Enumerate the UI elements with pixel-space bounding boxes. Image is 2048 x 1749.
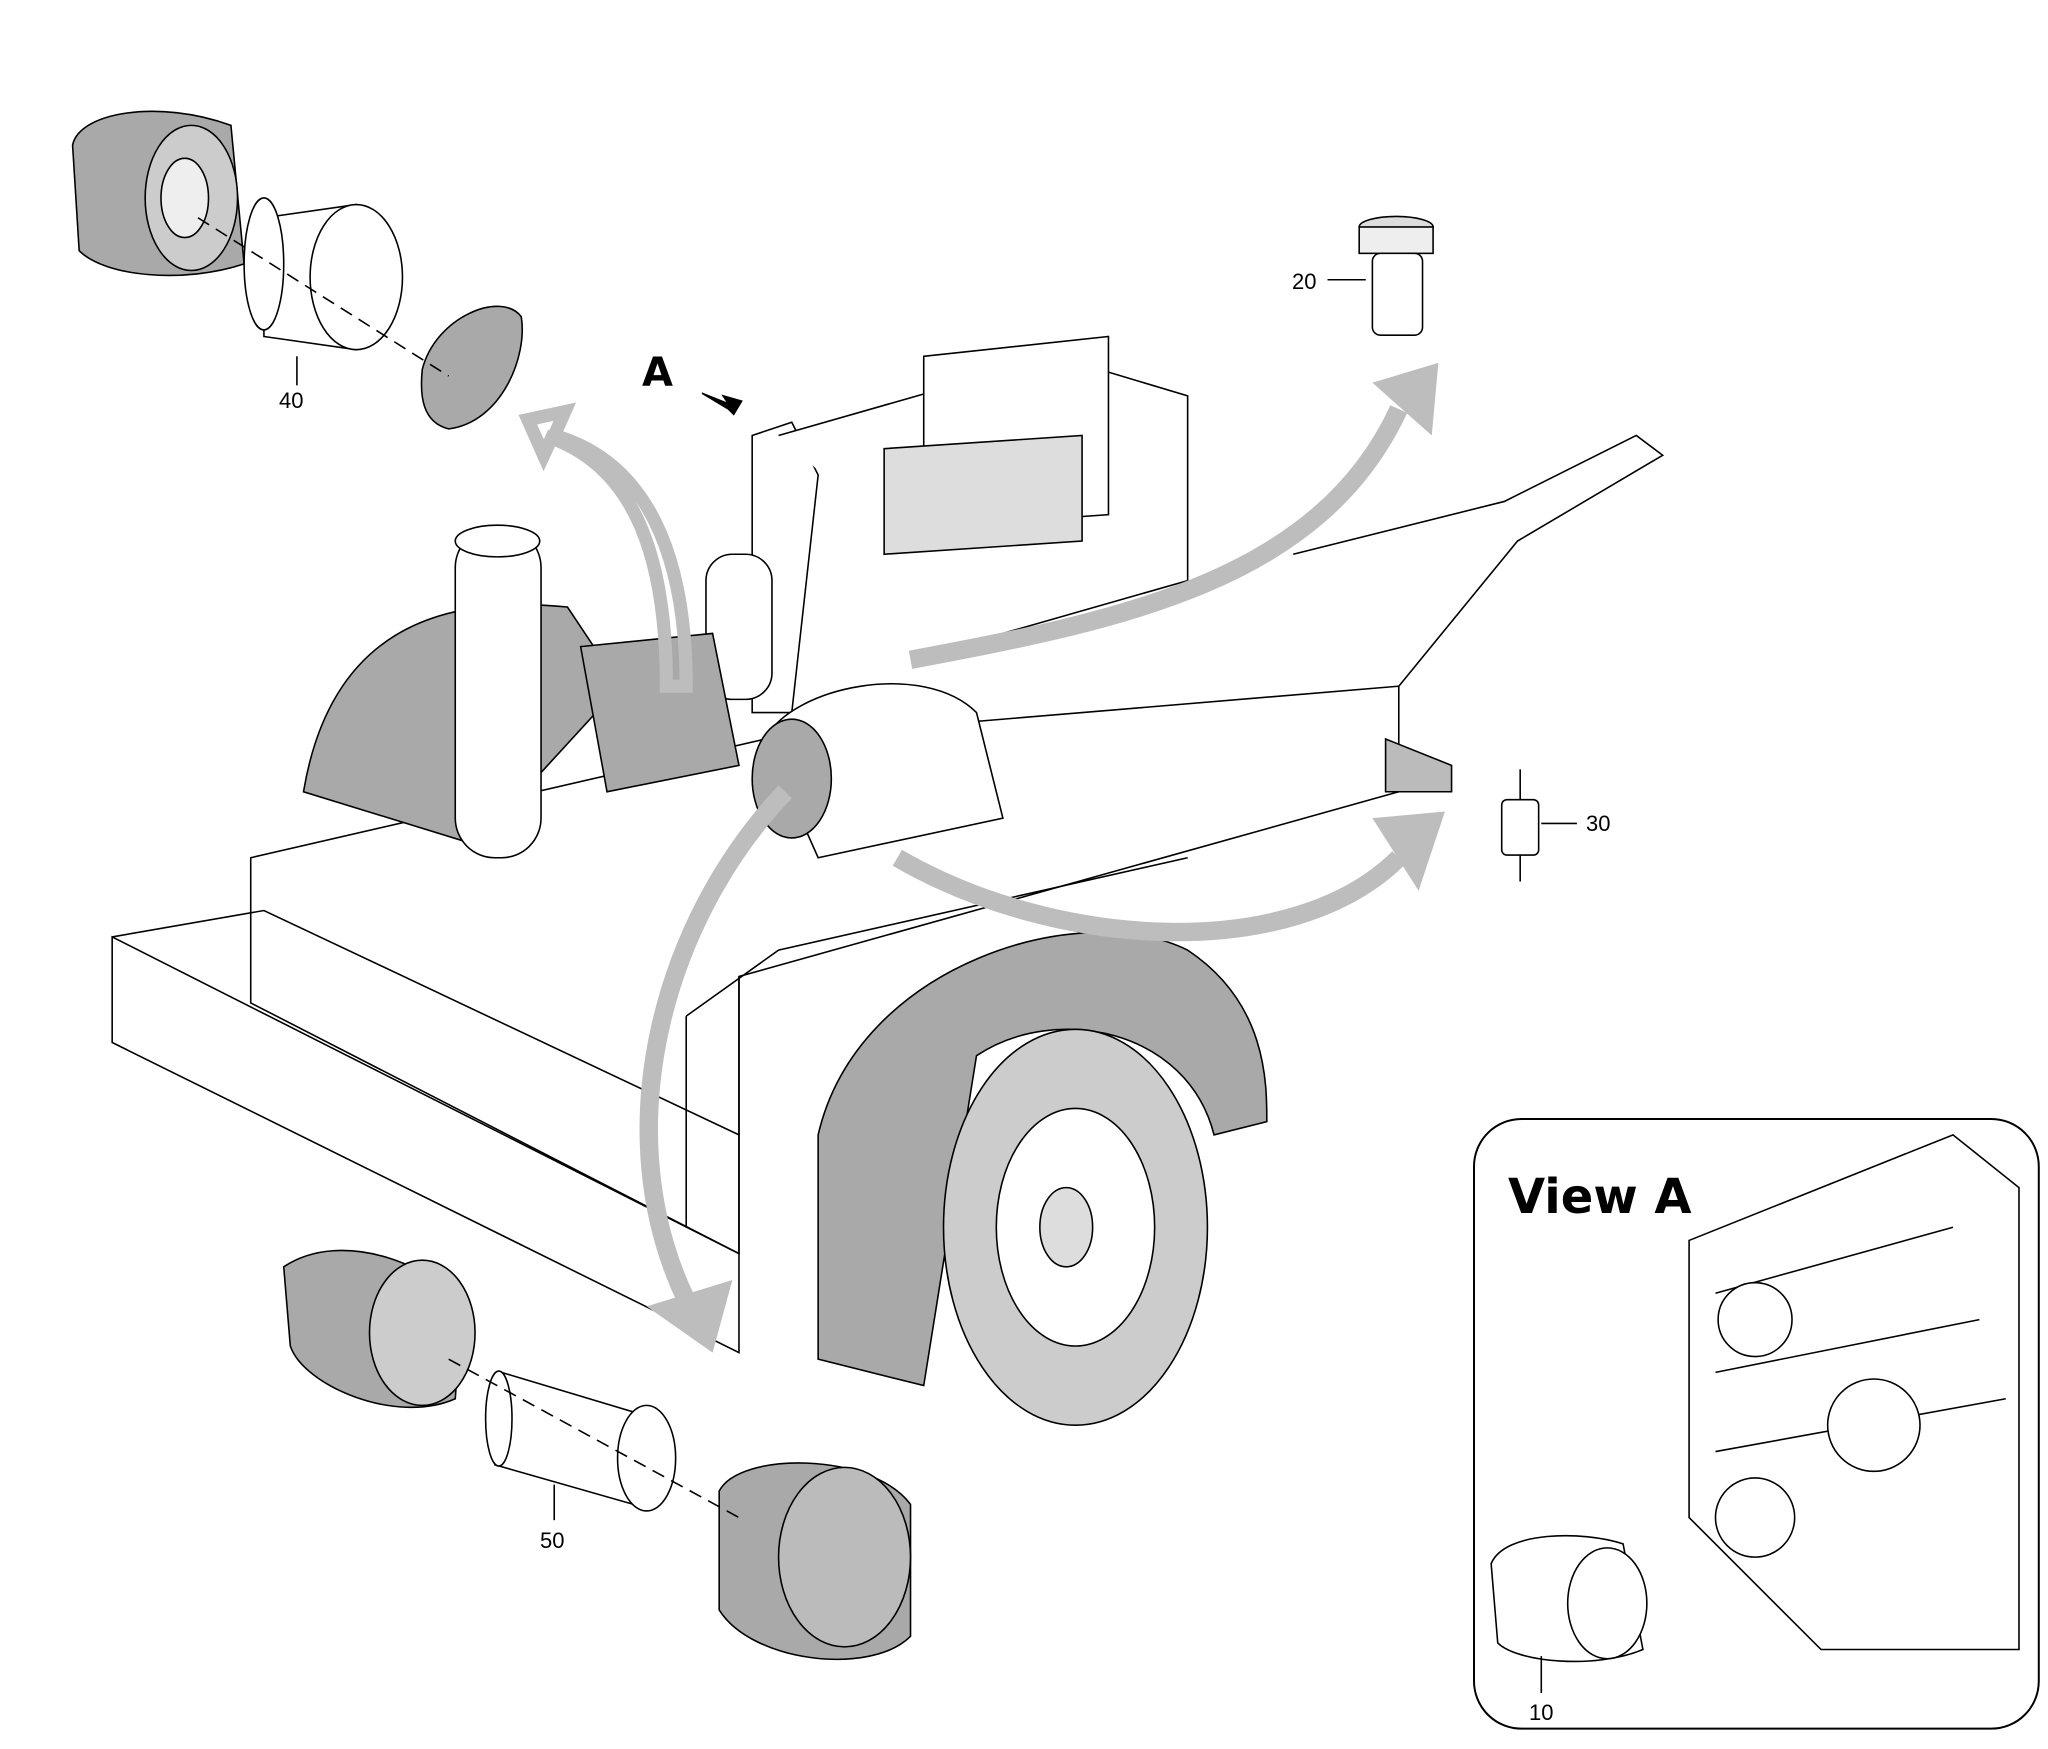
- callout-10: 10: [1529, 1700, 1553, 1725]
- callout-30: 30: [1586, 811, 1610, 836]
- part-20-fuel-filter: [1358, 215, 1434, 336]
- view-marker-label: A: [642, 350, 673, 396]
- view-a-inset: [1473, 1118, 2040, 1730]
- part-30-inline-filter: [1500, 769, 1540, 882]
- inset-title: View A: [1508, 1169, 1692, 1225]
- callout-40: 40: [279, 388, 303, 413]
- arrow-to-20: [908, 405, 1408, 669]
- wheel-assembly: [817, 931, 1268, 1426]
- part-40-air-filter: [71, 110, 523, 430]
- compressor-trailer: [111, 335, 1665, 1354]
- arrow-to-40: [518, 402, 693, 693]
- part-50-air-filter: [282, 1249, 912, 1661]
- arrow-to-30: [892, 849, 1406, 942]
- callout-50: 50: [540, 1528, 564, 1553]
- view-a-arrow-icon: [701, 392, 743, 416]
- arrow-to-50: [639, 785, 792, 1304]
- callout-20: 20: [1292, 269, 1316, 294]
- leader-lines: [296, 278, 1577, 1694]
